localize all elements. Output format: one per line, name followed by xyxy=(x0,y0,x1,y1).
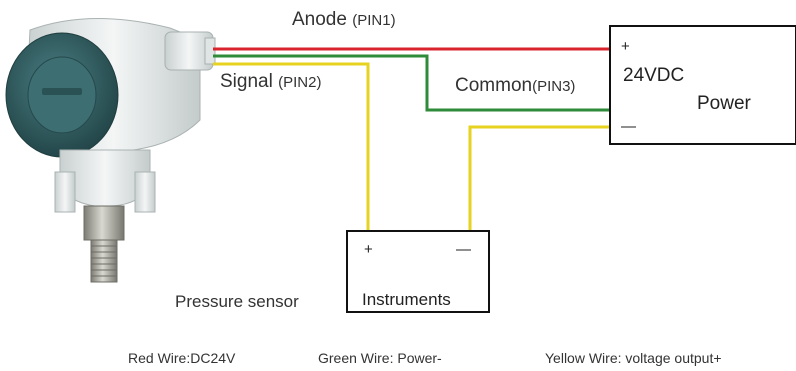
common-pin-text: (PIN3) xyxy=(532,78,576,95)
pressure-sensor-image xyxy=(5,17,216,283)
power-voltage: 24VDC xyxy=(623,65,685,86)
power-minus-terminal: — xyxy=(621,118,636,135)
anode-text: Anode xyxy=(292,9,347,30)
legend-yellow-wire: Yellow Wire: voltage output+ xyxy=(545,350,722,366)
yellow-signal-wire xyxy=(213,62,370,230)
power-supply-box: + 24VDC Power — xyxy=(609,25,796,145)
pressure-sensor-label: Pressure sensor xyxy=(175,292,299,311)
signal-text: Signal xyxy=(220,71,273,92)
yellow-return-wire xyxy=(468,125,609,230)
legend-red-wire: Red Wire:DC24V xyxy=(128,350,236,366)
anode-pin-text: (PIN1) xyxy=(352,12,396,29)
signal-label: Signal (PIN2) xyxy=(220,72,321,91)
anode-label: Anode (PIN1) xyxy=(292,10,396,29)
power-title: Power xyxy=(697,93,751,114)
instruments-minus-terminal: — xyxy=(456,241,471,258)
common-label: Common(PIN3) xyxy=(455,76,575,95)
instruments-box: + — Instruments xyxy=(346,230,490,313)
power-plus-terminal: + xyxy=(621,38,630,55)
sensor-hex-nut xyxy=(83,205,125,241)
legend-green-wire: Green Wire: Power- xyxy=(318,350,442,366)
common-text: Common xyxy=(455,75,533,96)
sensor-thread xyxy=(90,239,118,283)
instruments-title: Instruments xyxy=(362,290,451,309)
signal-pin-text: (PIN2) xyxy=(278,74,322,91)
instruments-plus-terminal: + xyxy=(364,241,373,258)
green-wire xyxy=(213,54,609,112)
